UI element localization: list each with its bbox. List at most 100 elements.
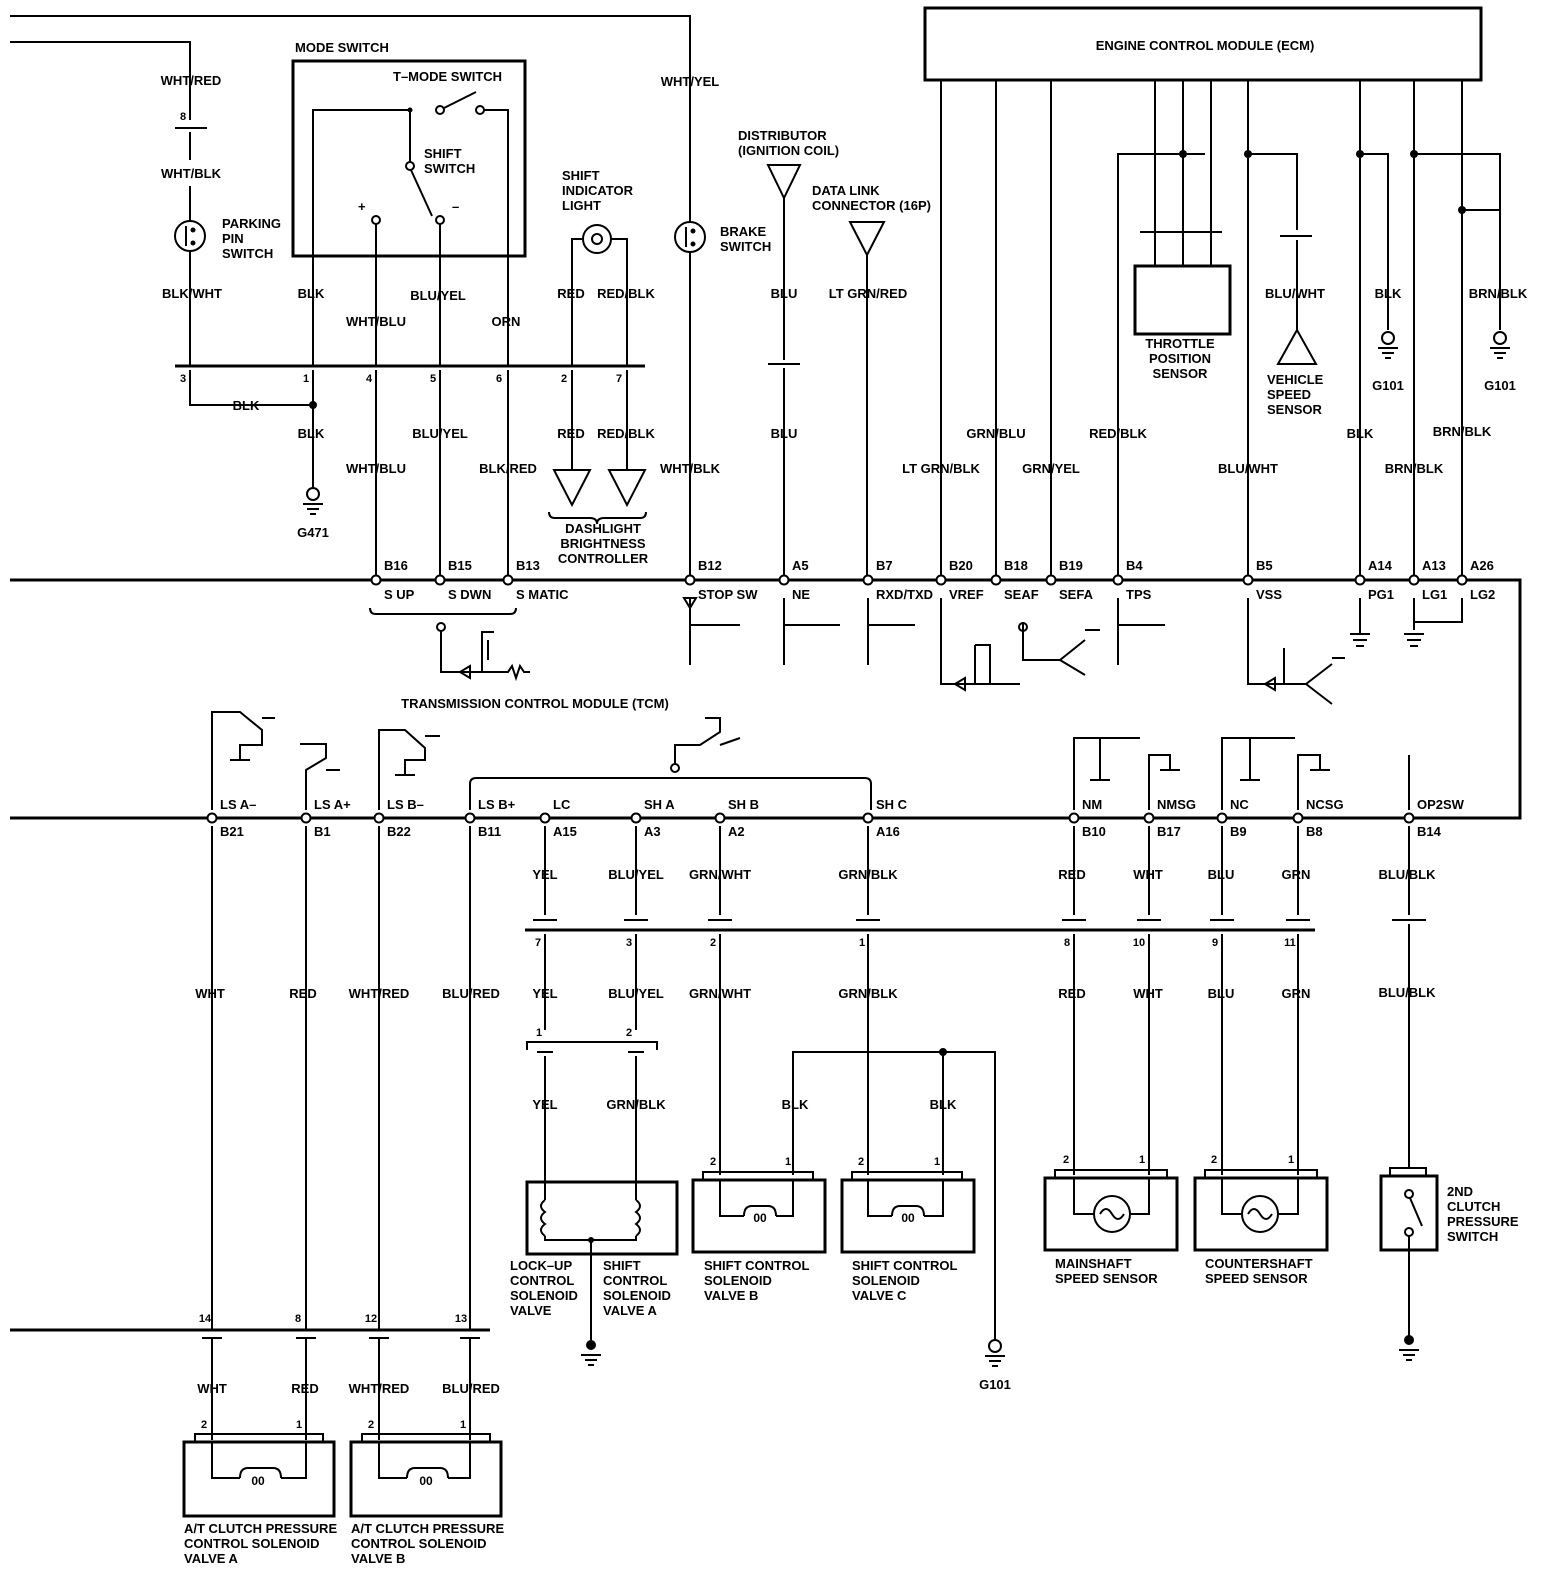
shift-switch-label: SWITCH	[424, 161, 475, 176]
wire-label: YEL	[532, 867, 557, 882]
wire-label: LT GRN/RED	[829, 286, 907, 301]
pin-node	[1292, 812, 1304, 824]
pin-number: 8	[180, 111, 186, 123]
wire-label: RED	[1058, 867, 1085, 882]
pin-signal-name: RXD/TXD	[876, 587, 933, 602]
pin-signal-name: NC	[1230, 797, 1249, 812]
pin-signal-name: SEFA	[1059, 587, 1094, 602]
wire-label: RED	[289, 986, 316, 1001]
pin-signal-name: NM	[1082, 797, 1102, 812]
wire-label: WHT/YEL	[661, 74, 720, 89]
wire-label: RED	[291, 1381, 318, 1396]
pin-number: 2	[710, 937, 716, 949]
pin-number: 1	[303, 373, 309, 385]
pin-node	[935, 574, 947, 586]
pin-id: B21	[220, 824, 244, 839]
component-label: SHIFT	[603, 1258, 641, 1273]
component-label: PARKING	[222, 216, 281, 231]
pin-number: 1	[1139, 1154, 1145, 1166]
pin-id: B11	[478, 824, 501, 839]
pin-id: B12	[698, 558, 722, 573]
pin-signal-name: SH B	[728, 797, 759, 812]
pin-number: 14	[199, 1313, 212, 1325]
wire-label: BLU/BLK	[1378, 867, 1436, 882]
wire-label: BLU	[1208, 867, 1235, 882]
coil-icon: 00	[251, 1474, 265, 1488]
component-label: INDICATOR	[562, 183, 634, 198]
ecm-module: ENGINE CONTROL MODULE (ECM)	[923, 6, 1483, 82]
pin-signal-name: SH C	[876, 797, 908, 812]
wire-label: BLU	[771, 286, 798, 301]
pin-number: 1	[296, 1419, 302, 1431]
pin-node	[1456, 574, 1468, 586]
shift-switch-label: SHIFT	[424, 146, 462, 161]
t-mode-label: T–MODE SWITCH	[393, 69, 502, 84]
wire-label: BRN/BLK	[1433, 424, 1492, 439]
component-label: VALVE A	[184, 1551, 239, 1566]
pin-id: B19	[1059, 558, 1083, 573]
wire-label: BLU/BLK	[1378, 985, 1436, 1000]
component-label: VALVE A	[603, 1303, 658, 1318]
component-label: DASHLIGHT	[565, 521, 641, 536]
pin-signal-name: VSS	[1256, 587, 1282, 602]
pin-node	[1403, 812, 1415, 824]
pin-node	[370, 574, 382, 586]
component-label: SHIFT	[562, 168, 600, 183]
coil-icon: 00	[753, 1211, 767, 1225]
component-label: BRIGHTNESS	[560, 536, 646, 551]
pin-id: B13	[516, 558, 540, 573]
top-left-wiring: WHT/RED 8 WHT/BLK WHT/YEL	[10, 15, 720, 222]
wire-label: WHT/BLU	[346, 461, 406, 476]
component-label: CONTROL SOLENOID	[184, 1536, 320, 1551]
pin-signal-name: PG1	[1368, 587, 1394, 602]
component-label: COUNTERSHAFT	[1205, 1256, 1313, 1271]
upper-harness: BLK BLK G471 WHT/BLU BLU/YEL BLK/RED RED…	[189, 370, 721, 580]
component-label: VALVE C	[852, 1288, 907, 1303]
pin-signal-name: OP2SW	[1417, 797, 1465, 812]
pin-number: 8	[1064, 937, 1070, 949]
pin-id: B7	[876, 558, 893, 573]
ground-label: G101	[979, 1377, 1011, 1392]
pin-number: 1	[785, 1156, 791, 1168]
pin-node	[502, 574, 514, 586]
component-label: SOLENOID	[603, 1288, 671, 1303]
component-label: SOLENOID	[704, 1273, 772, 1288]
component-label: SPEED SENSOR	[1055, 1271, 1158, 1286]
pin-id: A2	[728, 824, 745, 839]
second-clutch-pressure-switch: BLU/BLK BLU/BLK 2ND CLUTCH PRESSURE SWIT…	[1378, 826, 1519, 1361]
pin-number: 1	[859, 937, 865, 949]
upper-connector: 3 1 4 5 6 2 7	[175, 358, 645, 385]
component-label: SPEED SENSOR	[1205, 1271, 1308, 1286]
component-label: SOLENOID	[510, 1288, 578, 1303]
pin-id: B4	[1126, 558, 1143, 573]
pin-id: B15	[448, 558, 472, 573]
pin-node	[1112, 574, 1124, 586]
pin-number: 2	[561, 373, 567, 385]
lockup-shift-a-solenoids: LOCK–UP CONTROL SOLENOID VALVE SHIFT CON…	[510, 1180, 679, 1366]
wire-label: BLU/WHT	[1265, 286, 1325, 301]
pin-node	[714, 812, 726, 824]
wire-label: BLK	[782, 1097, 809, 1112]
shift-solenoid-c: 00 2 1 SHIFT CONTROL SOLENOID VALVE C	[840, 1156, 976, 1303]
wire-label: BLK/RED	[479, 461, 537, 476]
wire-label: WHT/BLU	[346, 314, 406, 329]
pin-id: A14	[1368, 558, 1393, 573]
lower-harness-left: WHT RED WHT/RED BLU/RED 14 8 12 13 WHT R…	[10, 826, 500, 1440]
pin-number: 7	[616, 373, 622, 385]
pin-number: 9	[1212, 937, 1218, 949]
component-label: CONTROLLER	[558, 551, 649, 566]
pin-number: 3	[626, 937, 632, 949]
wire-label: GRN	[1282, 867, 1311, 882]
pin-id: B8	[1306, 824, 1323, 839]
pin-id: B1	[314, 824, 331, 839]
pin-number: 1	[934, 1156, 940, 1168]
component-label: SWITCH	[222, 246, 273, 261]
component-label: CLUTCH	[1447, 1199, 1500, 1214]
component-label: SENSOR	[1153, 366, 1209, 381]
mode-switch-label: MODE SWITCH	[295, 40, 389, 55]
wire-label: GRN/BLU	[966, 426, 1025, 441]
pin-node	[990, 574, 1002, 586]
pin-signal-name: NCSG	[1306, 797, 1344, 812]
brake-switch: BRAKE SWITCH	[674, 221, 771, 580]
